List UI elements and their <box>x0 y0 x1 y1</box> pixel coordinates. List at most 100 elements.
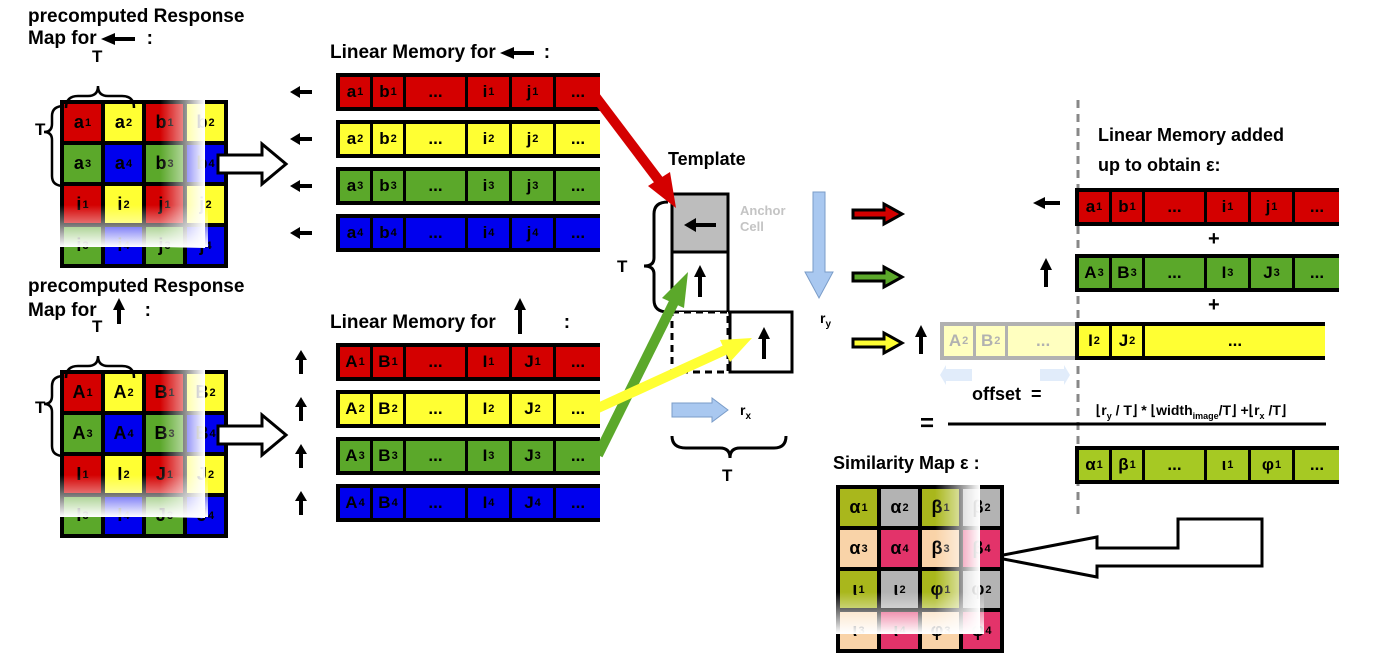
memory-cell: ... <box>406 218 468 248</box>
arrow-left-icon <box>499 47 534 59</box>
similarity-map-title: Similarity Map ε : <box>833 453 980 473</box>
brace-top <box>64 355 136 379</box>
offset-arrow-left-icon <box>940 365 972 385</box>
arrow-left-icon <box>100 33 135 45</box>
arrow-up-icon <box>1040 258 1052 287</box>
anchor-cell-label: Anchor Cell <box>740 203 786 234</box>
memory-cell: ... <box>406 394 468 424</box>
memory-cell: ... <box>570 223 586 242</box>
arrow-up-icon <box>112 298 125 324</box>
memory-cell: ... <box>570 446 586 465</box>
right-title: Linear Memory added up to obtain ε: <box>1098 125 1285 175</box>
rx-label: rx <box>740 402 752 422</box>
ry-label: ry <box>820 310 832 330</box>
memory-cell: ... <box>570 493 586 512</box>
template-brace-label: T <box>617 257 628 276</box>
memory-cell: ... <box>1036 331 1051 350</box>
green-connector-arrow <box>593 272 688 458</box>
red-connector-arrow <box>588 88 676 208</box>
memory-cell: ... <box>406 347 468 377</box>
arrow-down-icon <box>804 191 834 300</box>
memory-cell: ... <box>406 124 468 154</box>
green-arrow-right-icon <box>851 264 906 290</box>
memory-cell: ι 1 <box>1207 450 1251 480</box>
brace-label-left: T <box>35 398 46 417</box>
arrow-up-icon <box>295 397 307 421</box>
memory-cell: ... <box>570 352 586 371</box>
arrow-left-icon <box>290 227 312 239</box>
grid-cell: φ 3 <box>922 612 959 649</box>
offset-arrow-right-icon <box>1040 365 1070 385</box>
memory-cell: ... <box>406 488 468 518</box>
linear-memory-left-title: Linear Memory for : <box>330 42 551 63</box>
brace-left <box>643 200 669 314</box>
memory-cell: ... <box>406 171 468 201</box>
plus-sign: + <box>1208 228 1220 250</box>
linear-memory-up-title: Linear Memory for : <box>330 298 570 334</box>
arrow-up-icon <box>915 325 927 354</box>
offset-label: offset = <box>972 384 1042 404</box>
brace-top <box>64 85 136 109</box>
arrow-left-icon <box>290 86 312 98</box>
memory-cell: ... <box>570 176 586 195</box>
brace-left <box>43 374 65 458</box>
arrow-left-icon <box>684 218 716 232</box>
arrow-up-icon <box>513 298 526 334</box>
yellow-arrow-right-icon <box>851 330 906 356</box>
plus-sign: + <box>1208 294 1220 316</box>
arrow-up-icon <box>758 327 770 359</box>
brace-label-top: T <box>92 47 103 66</box>
memory-cell: ... <box>1309 263 1325 282</box>
